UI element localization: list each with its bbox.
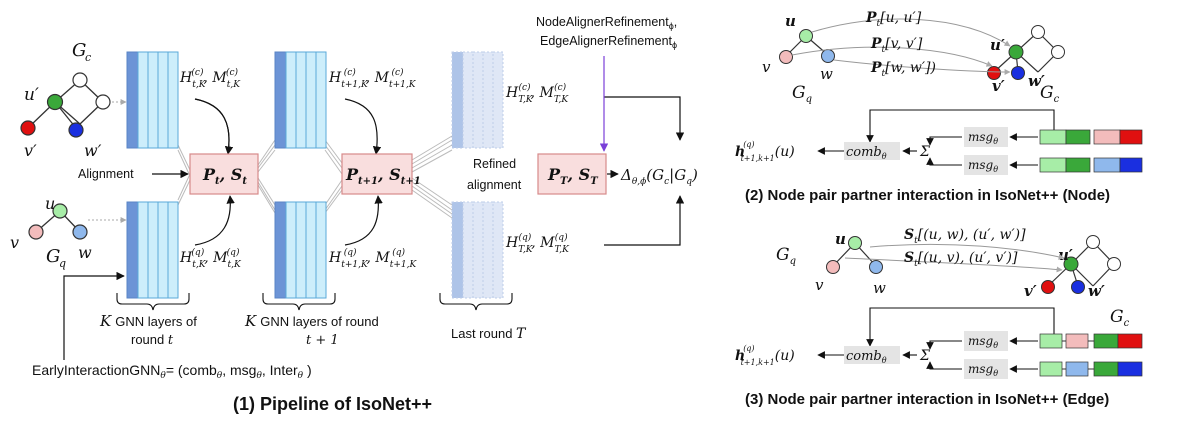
panel3-caption: (3) Node pair partner interaction in Iso… xyxy=(745,391,1109,408)
p-vv: Pt[v, v′] xyxy=(870,36,923,55)
svg-text:u′: u′ xyxy=(1058,246,1073,264)
k-layers-t1-2: t + 1 xyxy=(306,333,339,348)
layer-stack-c-t1 xyxy=(274,51,327,149)
last-round: Last round T xyxy=(451,326,527,342)
node-v: v xyxy=(10,233,19,252)
svg-text:Gq: Gq xyxy=(792,83,812,105)
sum3-label: Σ xyxy=(919,348,930,364)
refinement-label-2: EdgeAlignerRefinementϕ xyxy=(540,34,677,50)
svg-text:v′: v′ xyxy=(1024,282,1037,300)
node-u: u xyxy=(45,194,55,213)
svg-text:Gq: Gq xyxy=(776,245,796,267)
alignment-label: Alignment xyxy=(78,167,134,181)
p-ww: Pt[w, w′]) xyxy=(870,60,936,79)
svg-text:v′: v′ xyxy=(992,77,1005,95)
p-uu: Pt[u, u′] xyxy=(865,10,922,29)
layer-stack-q-T xyxy=(451,201,504,299)
early-gnn-label: EarlyInteractionGNNθ= (combθ, msgθ, Inte… xyxy=(32,362,312,381)
panel-node-interaction: u v w Gq u′ v′ w′ Gc Pt[u, u′] Pt[v, v′]… xyxy=(735,10,1143,204)
node-u-prime: u′ xyxy=(24,85,39,105)
svg-text:Gc: Gc xyxy=(1110,307,1130,329)
h-c-t: Ht,K(c), Mt,K(c) xyxy=(179,67,241,90)
svg-text:w: w xyxy=(820,65,833,83)
refined-label-2: alignment xyxy=(467,178,522,192)
msg3a-label: msgθ xyxy=(968,334,998,350)
comb3-label: combθ xyxy=(846,349,887,365)
panel2-caption: (2) Node pair partner interaction in Iso… xyxy=(745,187,1110,204)
msg1-label: msgθ xyxy=(968,130,998,146)
h-out-2: h(q)t+1,k+1(u) xyxy=(735,140,795,163)
svg-text:w′: w′ xyxy=(1088,282,1105,300)
node-w-prime: w′ xyxy=(84,141,102,160)
panel1-caption: (1) Pipeline of IsoNet++ xyxy=(233,394,432,414)
svg-text:v: v xyxy=(815,276,824,294)
comb-label: combθ xyxy=(846,145,887,161)
sum-label: Σ xyxy=(919,144,930,160)
h-out-3: h(q)t+1,k+1(u) xyxy=(735,344,795,367)
layer-stack-c-t xyxy=(126,51,179,149)
svg-text:v: v xyxy=(762,58,771,76)
svg-text:u: u xyxy=(835,230,846,248)
node-v-prime: v′ xyxy=(24,141,37,160)
h-q-T: HT,K(q), MT,K(q) xyxy=(505,232,570,255)
box-T-text: PT, ST xyxy=(547,165,599,187)
k-layers-t-2: round t xyxy=(131,332,174,348)
h-q-t: Ht,K(q), Mt,K(q) xyxy=(179,247,242,270)
s-uv: St[(u, v), (u′, v′)] xyxy=(904,250,1018,269)
msg2-label: msgθ xyxy=(968,158,998,174)
alignment-box-T xyxy=(537,153,607,195)
delta-output: Δθ,ϕ(Gc|Gq) xyxy=(620,166,698,187)
svg-text:w′: w′ xyxy=(1028,72,1045,90)
refinement-label-1: NodeAlignerRefinementϕ, xyxy=(536,15,677,31)
h-c-t1: Ht+1,K(c), Mt+1,K(c) xyxy=(328,67,417,90)
graph-c-label: G xyxy=(72,40,86,61)
graph-q-label: G xyxy=(46,246,60,267)
alignment-fan-lines xyxy=(177,135,453,219)
svg-text:w: w xyxy=(873,279,886,297)
box-t-text: Pt, St xyxy=(202,165,247,187)
svg-text:c: c xyxy=(85,51,91,64)
h-q-t1: Ht+1,K(q), Mt+1,K(q) xyxy=(328,247,417,270)
alignment-box-t xyxy=(189,153,259,195)
layer-stack-q-t xyxy=(126,201,179,299)
msg3b-label: msgθ xyxy=(968,362,998,378)
layer-stack-c-T xyxy=(451,51,504,149)
comb-box xyxy=(844,142,900,160)
refined-label-1: Refined xyxy=(473,157,516,171)
svg-text:q: q xyxy=(59,257,66,270)
s-uw: St[(u, w), (u′, w′)] xyxy=(904,227,1026,246)
svg-text:Gc: Gc xyxy=(1040,83,1060,105)
node-w: w xyxy=(78,243,92,262)
graph-c: G c u′ v′ w′ xyxy=(20,40,111,160)
h-c-T: HT,K(c), MT,K(c) xyxy=(505,82,569,105)
alignment-box-t1 xyxy=(341,153,413,195)
panel-edge-interaction: u v w Gq u′ v′ w′ Gc St[(u, w), (u′, w′)… xyxy=(735,227,1143,408)
graph-q: u v w G q xyxy=(10,194,92,270)
svg-text:u: u xyxy=(785,12,796,30)
panel-pipeline: G c u′ v′ w′ u v w G q xyxy=(10,15,698,414)
layer-stack-q-t1 xyxy=(274,201,327,299)
